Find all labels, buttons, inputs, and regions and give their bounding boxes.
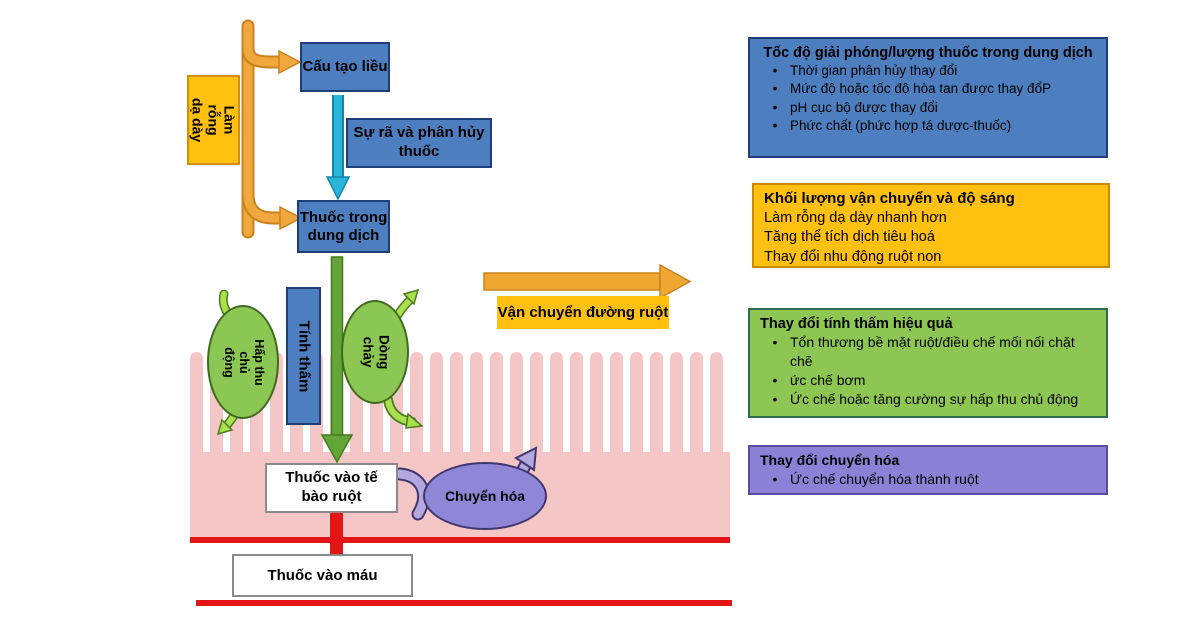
dose-form-box: Cấu tạo liều [300, 42, 390, 92]
villus [450, 352, 463, 456]
bullet-icon: • [772, 390, 778, 407]
villus [190, 352, 203, 456]
villus [590, 352, 603, 456]
villus [550, 352, 563, 456]
info-line: Thay đổi nhu động ruột non [764, 248, 942, 265]
bullet-item: • ức chế bơm [760, 371, 1096, 390]
dose-form-label: Cấu tạo liều [302, 58, 388, 75]
info-line: Làm rỗng dạ dày nhanh hơn [764, 209, 947, 226]
villus [570, 352, 583, 456]
infobox-release-rate-title: Tốc độ giải phóng/lượng thuốc trong dung… [763, 45, 1093, 61]
villus [650, 352, 663, 456]
villus [610, 352, 623, 456]
bullet-item: • pH cục bộ được thay đổi [760, 99, 1096, 117]
active-absorption-label: Hấp thu chủ động [221, 338, 266, 386]
flux-ellipse: Dòng chảy [341, 300, 409, 404]
villus [710, 352, 723, 456]
infobox-metabolism-change-title: Thay đổi chuyển hóa [760, 452, 900, 468]
villus [690, 352, 703, 456]
villus [630, 352, 643, 456]
metabolism-curved-arrow-icon [396, 467, 431, 521]
bullet-icon: • [772, 99, 778, 115]
bullet-icon: • [772, 371, 778, 388]
bullet-icon: • [772, 334, 778, 351]
bullet-icon: • [772, 117, 778, 133]
villus [430, 352, 443, 456]
metabolism-ellipse: Chuyển hóa [423, 462, 547, 530]
infobox-transit-volume: Khối lượng vận chuyển và độ sáng Làm rỗn… [752, 183, 1110, 268]
basolateral-membrane-line [190, 537, 730, 543]
drug-into-enterocyte-label: Thuốc vào tế bào ruột [285, 469, 378, 505]
bullet-item: • Thời gian phân hủy thay đổi [760, 62, 1096, 80]
bullet-icon: • [772, 81, 778, 97]
bullet-icon: • [772, 470, 778, 487]
intestinal-transit-label: Vận chuyển đường ruột [497, 304, 669, 321]
villus [490, 352, 503, 456]
infobox-release-rate: Tốc độ giải phóng/lượng thuốc trong dung… [748, 37, 1108, 158]
villus [410, 352, 423, 456]
gastric-emptying-label: Làm rỗng dạ dày [189, 97, 238, 143]
flux-label: Dòng chảy [360, 334, 392, 370]
permeability-box: Tính thấm [286, 287, 321, 425]
flux-down-arrow-icon [383, 396, 424, 429]
drug-into-blood-label: Thuốc vào máu [267, 567, 378, 584]
bullet-item: • Tổn thương bề mặt ruột/điều chế mối nố… [760, 333, 1096, 371]
disintegration-box: Sự rã và phân hủy thuốc [346, 118, 492, 168]
blood-vessel-line [196, 600, 732, 606]
drug-into-enterocyte-box: Thuốc vào tế bào ruột [265, 463, 398, 513]
info-line: Tăng thể tích dịch tiêu hoá [764, 229, 935, 246]
drug-in-solution-label: Thuốc trong dung dịch [299, 209, 388, 244]
infobox-effective-permeability: Thay đổi tính thấm hiệu quả • Tổn thương… [748, 308, 1108, 418]
gastric-emptying-box: Làm rỗng dạ dày [187, 75, 240, 165]
villus [530, 352, 543, 456]
metabolism-label: Chuyển hóa [444, 488, 526, 504]
dissolution-arrow-icon [326, 95, 350, 201]
infobox-metabolism-change: Thay đổi chuyển hóa • Ức chế chuyển hóa … [748, 445, 1108, 495]
active-absorption-ellipse: Hấp thu chủ động [207, 305, 279, 419]
drug-into-blood-box: Thuốc vào máu [232, 554, 413, 597]
permeability-label: Tính thấm [295, 320, 313, 392]
drug-in-solution-box: Thuốc trong dung dịch [297, 200, 390, 253]
villus [470, 352, 483, 456]
villus [510, 352, 523, 456]
villus [670, 352, 683, 456]
bullet-item: • Mức độ hoặc tốc độ hòa tan được thay đ… [760, 80, 1096, 98]
infobox-transit-volume-title: Khối lượng vận chuyển và độ sáng [764, 190, 1015, 207]
intestinal-transit-labelbox: Vận chuyển đường ruột [497, 296, 669, 329]
bullet-item: • Ức chế chuyển hóa thành ruột [760, 470, 1096, 489]
bullet-item: • Phức chất (phức hợp tá dược-thuốc) [760, 117, 1096, 135]
bullet-icon: • [772, 63, 778, 79]
bullet-item: • Ức chế hoặc tăng cường sự hấp thu chủ … [760, 390, 1096, 409]
gastric-emptying-branch-arrow-icon [241, 19, 303, 239]
disintegration-label: Sự rã và phân hủy thuốc [353, 124, 485, 160]
intestinal-transit-arrow-icon [483, 263, 692, 300]
infobox-effective-permeability-title: Thay đổi tính thấm hiệu quả [760, 316, 953, 332]
